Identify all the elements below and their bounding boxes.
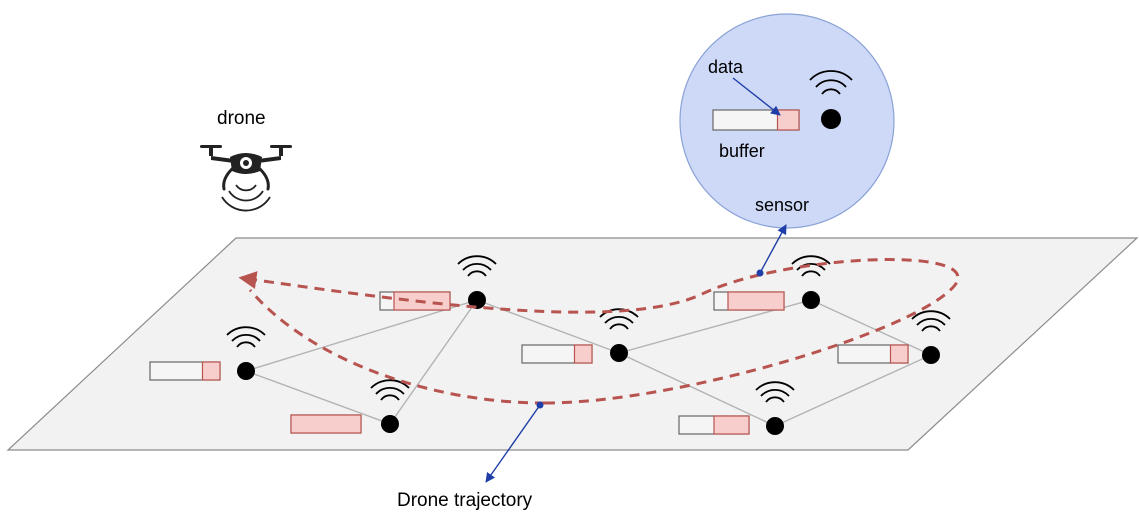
ground-plane — [6, 237, 1139, 451]
trajectory-pointer-arrow — [485, 404, 541, 483]
sensor-node-icon — [922, 346, 940, 364]
label-sensor: sensor — [755, 195, 809, 215]
link — [245, 370, 391, 425]
sensor-node-icon — [237, 362, 255, 380]
trajectory-pointer-dot — [536, 401, 544, 409]
sensor-s4 — [521, 308, 639, 364]
sensor-node-icon — [802, 291, 820, 309]
sensor-node-icon — [381, 415, 399, 433]
buffer-data — [889, 344, 909, 364]
link — [774, 354, 932, 427]
sensor-s5 — [713, 255, 831, 311]
wifi-signal-icon — [457, 255, 497, 277]
link — [810, 299, 932, 356]
wifi-signal-icon — [370, 379, 410, 401]
sensor-pointer-arrow — [759, 224, 787, 274]
buffer-data — [201, 361, 221, 381]
buffer-data — [290, 414, 362, 434]
label-trajectory: Drone trajectory — [397, 490, 533, 511]
sensor-node-icon — [610, 344, 628, 362]
sensor-node-icon — [468, 291, 486, 309]
wifi-signal-icon — [791, 255, 831, 277]
wifi-signal-icon — [599, 308, 639, 330]
wifi-signal-icon — [809, 70, 853, 95]
wifi-signal-icon — [755, 381, 795, 403]
buffer-data — [727, 291, 785, 311]
sensor-node-icon — [821, 109, 841, 129]
drone-trajectory — [238, 258, 960, 405]
drone-trajectory-left — [248, 289, 546, 405]
label-buffer: buffer — [719, 141, 765, 161]
zoom-buffer-data — [776, 109, 800, 131]
wifi-signal-icon — [226, 326, 266, 348]
buffer-data — [573, 344, 593, 364]
sensor-s7 — [678, 381, 795, 435]
label-data: data — [708, 57, 744, 77]
sensor-pointer-dot — [756, 269, 764, 277]
drone-icon — [200, 145, 292, 212]
wifi-signal-icon — [911, 310, 951, 332]
sensor-s6 — [837, 310, 951, 364]
sensor-s2 — [290, 379, 410, 434]
sensor-s1 — [149, 326, 266, 381]
sensor-zoom-bubble: data buffer sensor — [679, 13, 895, 229]
buffer-data — [713, 415, 750, 435]
link — [618, 352, 776, 427]
data-pointer-arrow — [732, 77, 781, 116]
label-drone: drone — [217, 108, 266, 129]
link — [389, 299, 478, 425]
sensor-node-icon — [766, 417, 784, 435]
link — [245, 299, 478, 372]
